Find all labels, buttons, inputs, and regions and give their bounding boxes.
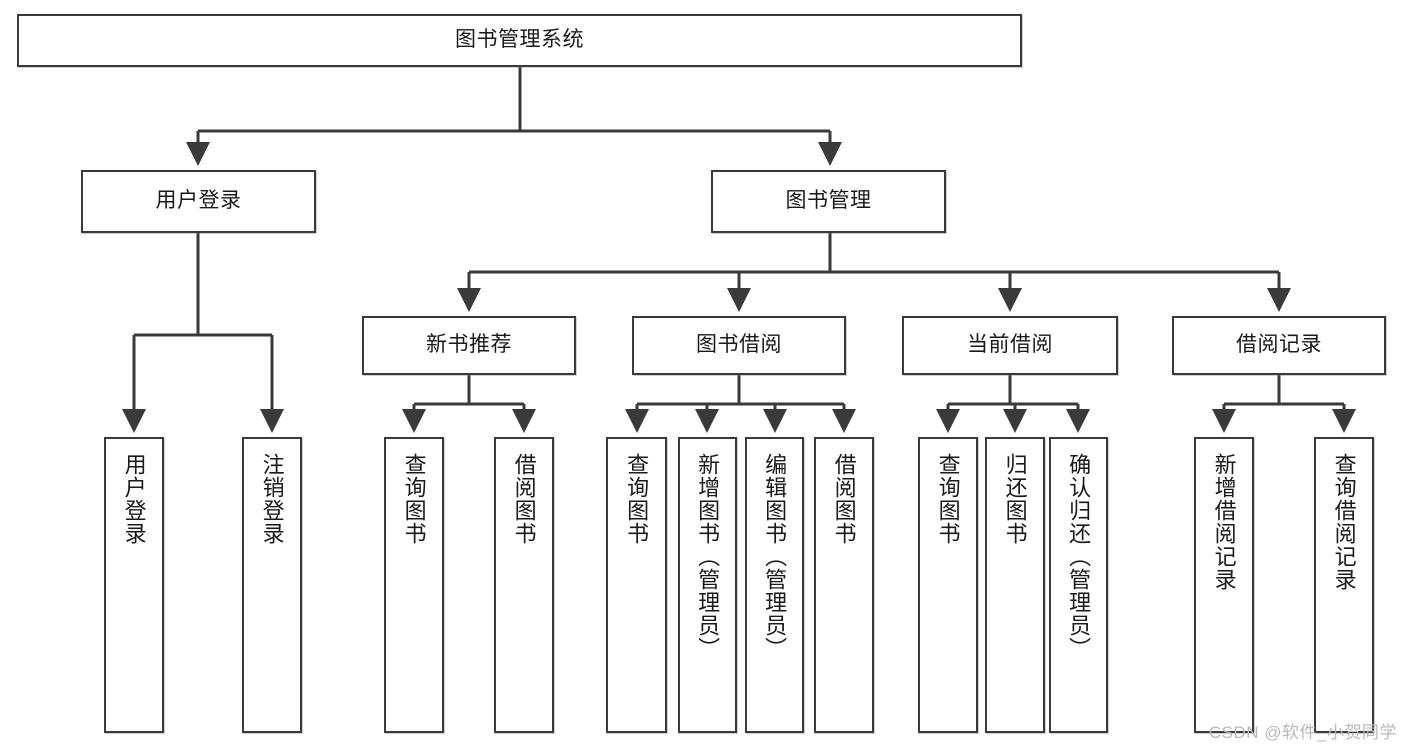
node-leaf-user-login-label: 用户登录 <box>121 453 147 545</box>
node-root[interactable]: 图书管理系统 <box>17 14 1022 67</box>
node-leaf-user-login[interactable]: 用户登录 <box>104 437 164 733</box>
node-leaf-add-record-label: 新增借阅记录 <box>1211 453 1237 591</box>
node-leaf-borrow-book-2-label: 借阅图书 <box>831 453 857 545</box>
node-leaf-edit-book[interactable]: 编辑图书（管理员） <box>745 437 804 733</box>
node-leaf-query-book-1-label: 查询图书 <box>401 453 427 545</box>
node-borrow-record[interactable]: 借阅记录 <box>1172 316 1386 375</box>
node-leaf-query-book-2[interactable]: 查询图书 <box>606 437 667 733</box>
node-leaf-add-book-label: 新增图书（管理员） <box>695 453 721 660</box>
node-borrow-record-label: 借阅记录 <box>1236 333 1322 357</box>
watermark: CSDN @软件_小贺同学 <box>1208 723 1397 742</box>
node-leaf-logout[interactable]: 注销登录 <box>242 437 302 733</box>
node-book-borrow[interactable]: 图书借阅 <box>632 316 846 375</box>
node-current-borrow-label: 当前借阅 <box>967 333 1053 357</box>
node-leaf-add-record[interactable]: 新增借阅记录 <box>1194 437 1254 733</box>
node-leaf-return-book-label: 归还图书 <box>1002 453 1028 545</box>
node-leaf-query-book-1[interactable]: 查询图书 <box>384 437 444 733</box>
node-leaf-query-book-3[interactable]: 查询图书 <box>918 437 978 733</box>
node-new-book-recommend[interactable]: 新书推荐 <box>362 316 576 375</box>
node-leaf-add-book[interactable]: 新增图书（管理员） <box>678 437 737 733</box>
node-leaf-query-record[interactable]: 查询借阅记录 <box>1314 437 1374 733</box>
node-leaf-logout-label: 注销登录 <box>259 453 285 545</box>
node-new-book-recommend-label: 新书推荐 <box>426 333 512 357</box>
node-current-borrow[interactable]: 当前借阅 <box>902 316 1118 375</box>
node-leaf-edit-book-label: 编辑图书（管理员） <box>762 453 788 660</box>
node-leaf-return-book[interactable]: 归还图书 <box>985 437 1045 733</box>
node-leaf-confirm-return[interactable]: 确认归还（管理员） <box>1049 437 1108 733</box>
node-user-login-label: 用户登录 <box>155 189 242 213</box>
node-leaf-borrow-book-1-label: 借阅图书 <box>511 453 537 545</box>
node-leaf-borrow-book-1[interactable]: 借阅图书 <box>494 437 554 733</box>
node-book-management[interactable]: 图书管理 <box>711 170 946 233</box>
node-root-label: 图书管理系统 <box>455 28 584 52</box>
node-leaf-query-book-2-label: 查询图书 <box>624 453 650 545</box>
node-leaf-query-book-3-label: 查询图书 <box>935 453 961 545</box>
node-book-borrow-label: 图书借阅 <box>696 333 782 357</box>
node-leaf-query-record-label: 查询借阅记录 <box>1331 453 1357 591</box>
node-leaf-borrow-book-2[interactable]: 借阅图书 <box>814 437 874 733</box>
node-user-login[interactable]: 用户登录 <box>81 170 316 233</box>
node-leaf-confirm-return-label: 确认归还（管理员） <box>1066 453 1092 660</box>
node-book-management-label: 图书管理 <box>785 189 872 213</box>
